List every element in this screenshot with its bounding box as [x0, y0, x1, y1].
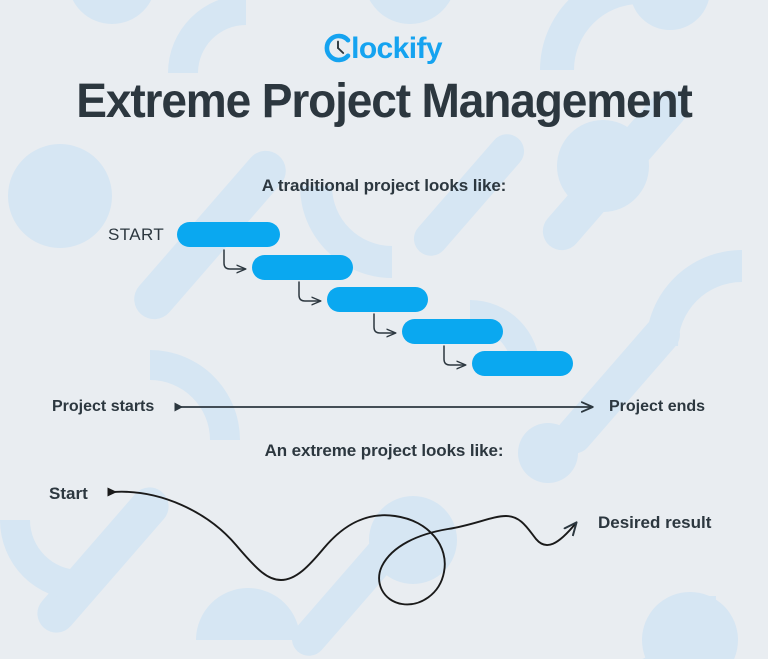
extreme-project-squiggle-path	[112, 490, 576, 606]
clockify-logo: lockify	[0, 33, 768, 67]
timeline-start-triangle-icon	[174, 402, 183, 412]
extreme-start-triangle-icon	[107, 487, 117, 497]
extreme-desired-result-label: Desired result	[598, 513, 712, 532]
gantt-connector-4-5	[443, 345, 465, 365]
gantt-bar-1	[177, 222, 280, 247]
gantt-bar-5	[472, 351, 573, 376]
gantt-bar-3	[327, 287, 428, 312]
page-title: Extreme Project Management	[76, 75, 693, 128]
extreme-start-label: Start	[49, 484, 88, 503]
logo-wordmark: lockify	[351, 32, 442, 65]
gantt-start-label: START	[108, 225, 165, 244]
traditional-section-caption: A traditional project looks like:	[261, 176, 507, 195]
gantt-bar-2	[252, 255, 353, 280]
gantt-connector-2-3	[298, 281, 320, 301]
gantt-bar-4	[402, 319, 503, 344]
gantt-connector-1-2	[223, 249, 245, 269]
extreme-section-caption: An extreme project looks like:	[264, 441, 504, 460]
timeline-start-label: Project starts	[52, 398, 155, 415]
clockify-clock-c-icon	[324, 33, 351, 63]
gantt-connector-3-4	[373, 313, 395, 333]
timeline-end-label: Project ends	[609, 398, 706, 415]
